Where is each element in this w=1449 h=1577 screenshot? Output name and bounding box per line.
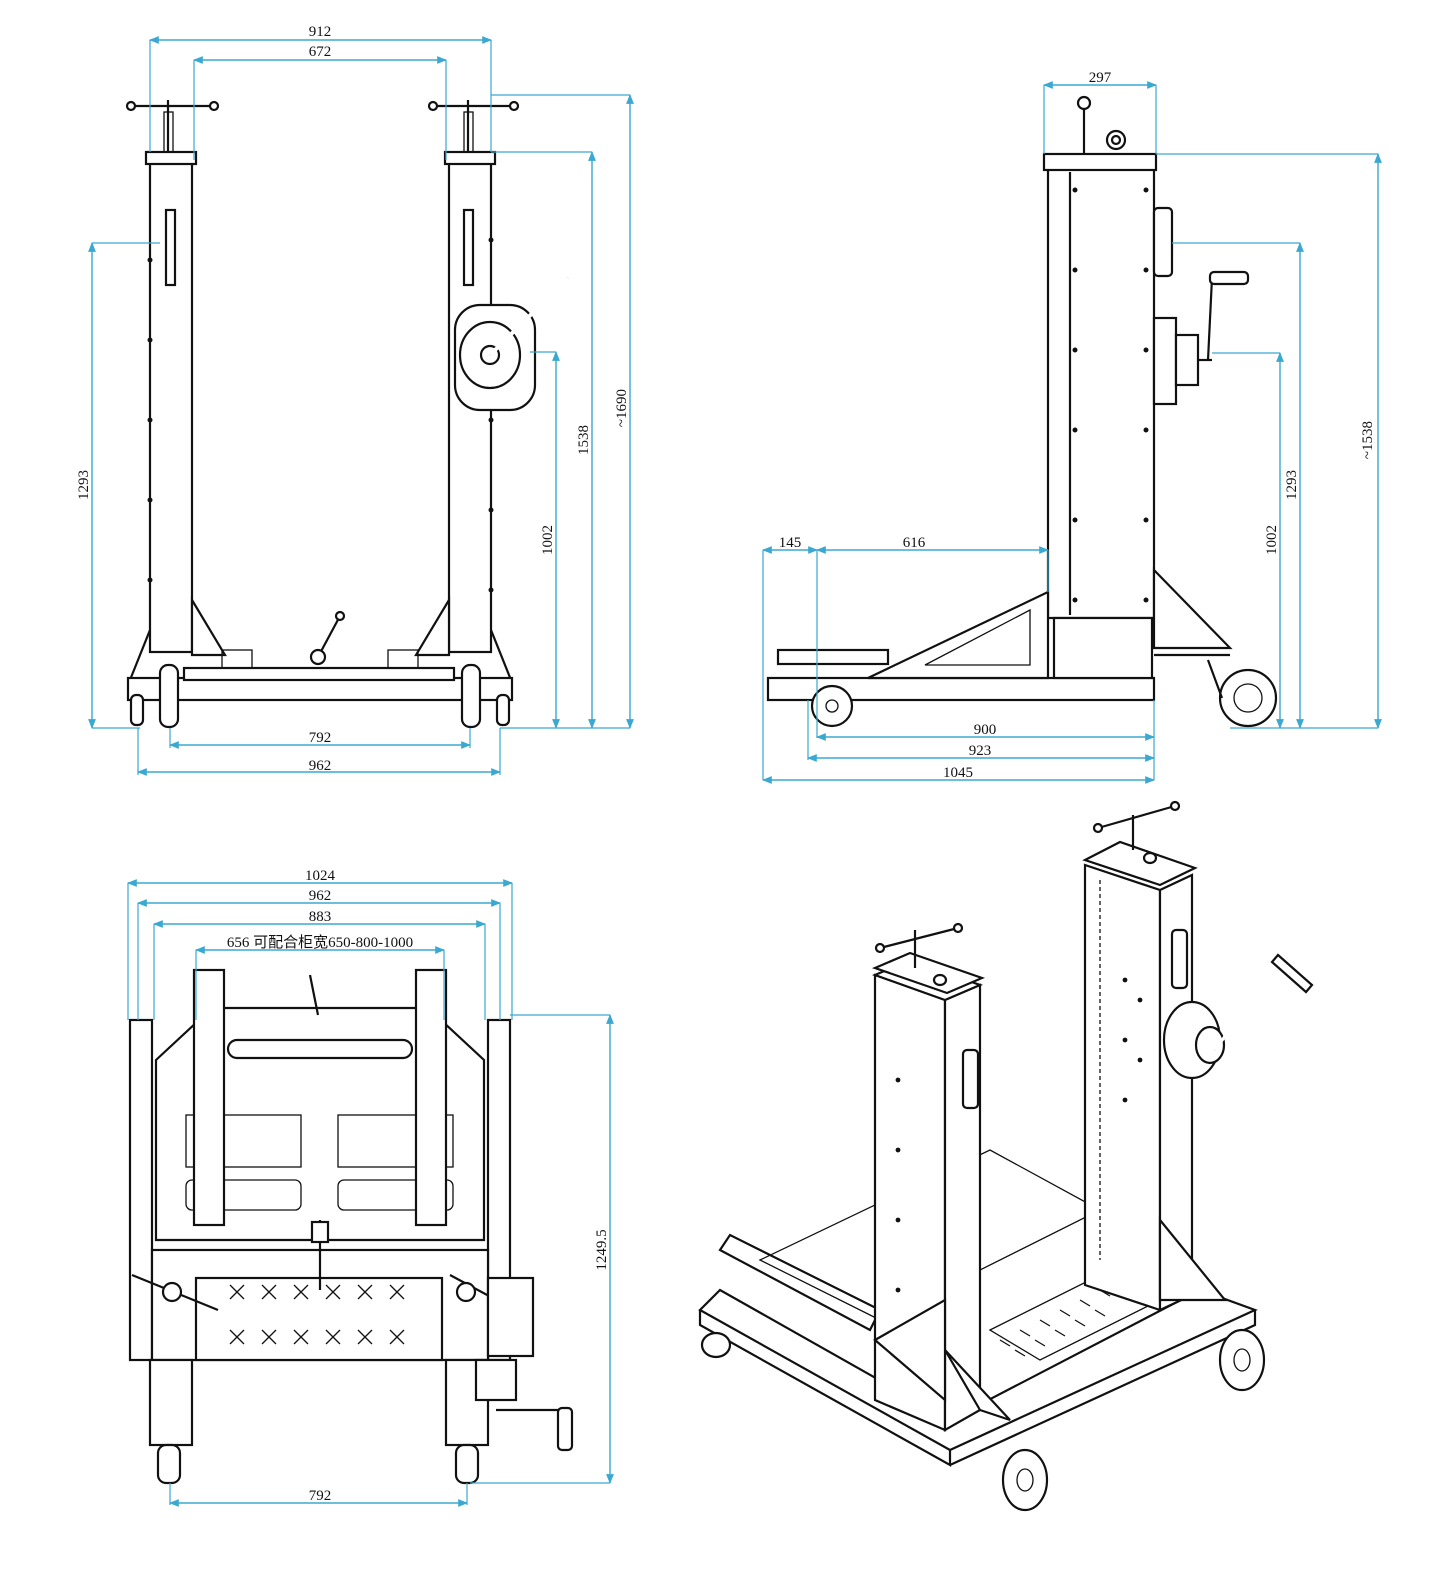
- top-casters-handles: [131, 1273, 574, 1485]
- side-column: [1042, 95, 1174, 620]
- top-dimensions: [127, 879, 614, 1507]
- dim-962: 962: [309, 758, 332, 774]
- iso-winch-hand-crank: [1162, 953, 1314, 1080]
- side-view: 297 145 616 900 923 1045 1002 1293 ~1538: [762, 70, 1382, 784]
- dim-1002-side: 1002: [1264, 525, 1280, 555]
- dim-1002: 1002: [540, 525, 556, 555]
- dim-1024: 1024: [305, 868, 336, 884]
- dim-912: 912: [309, 24, 332, 40]
- side-casters: [810, 659, 1278, 728]
- side-dimensions: [762, 81, 1382, 784]
- iso-left-column: [871, 922, 1011, 1432]
- top-dimension-labels: 1024 962 883 656 可配合柜宽650-800-1000 1249.…: [227, 868, 610, 1504]
- front-view: 912 672 1293 1538 ~1690 1002 792 962: [76, 24, 634, 776]
- side-base: [766, 567, 1233, 702]
- iso-casters: [700, 1328, 1266, 1512]
- dim-145: 145: [779, 535, 802, 551]
- dim-792-top: 792: [309, 1488, 332, 1504]
- isometric-view: [698, 800, 1314, 1512]
- front-dimensions: [88, 36, 634, 776]
- dim-672: 672: [309, 44, 332, 60]
- left-column: [125, 100, 227, 681]
- dim-1538: 1538: [576, 425, 592, 455]
- side-winch: [1152, 270, 1250, 406]
- dim-616: 616: [903, 535, 926, 551]
- dim-1538-side: ~1538: [1360, 421, 1376, 459]
- casters-front: [129, 663, 511, 729]
- side-dimension-labels: 297 145 616 900 923 1045 1002 1293 ~1538: [779, 70, 1376, 781]
- top-frame: [128, 968, 512, 1362]
- dim-1293-side: 1293: [1284, 470, 1300, 500]
- winch-hand-crank: [453, 276, 570, 412]
- dim-1293: 1293: [76, 470, 92, 500]
- dim-1690: ~1690: [614, 389, 630, 427]
- iso-right-column: [1082, 800, 1228, 1312]
- base-frame: [126, 610, 514, 702]
- dim-883: 883: [309, 909, 332, 925]
- dim-1249-5: 1249.5: [594, 1229, 610, 1270]
- dim-962-top: 962: [309, 888, 332, 904]
- dim-900: 900: [974, 722, 997, 738]
- dim-923: 923: [969, 743, 992, 759]
- dim-297: 297: [1089, 70, 1112, 86]
- dim-656-cabinet-width-note: 656 可配合柜宽650-800-1000: [227, 934, 413, 951]
- dim-1045: 1045: [943, 765, 973, 781]
- front-dimension-labels: 912 672 1293 1538 ~1690 1002 792 962: [76, 24, 630, 774]
- dim-792: 792: [309, 730, 332, 746]
- top-view: 1024 962 883 656 可配合柜宽650-800-1000 1249.…: [127, 868, 614, 1507]
